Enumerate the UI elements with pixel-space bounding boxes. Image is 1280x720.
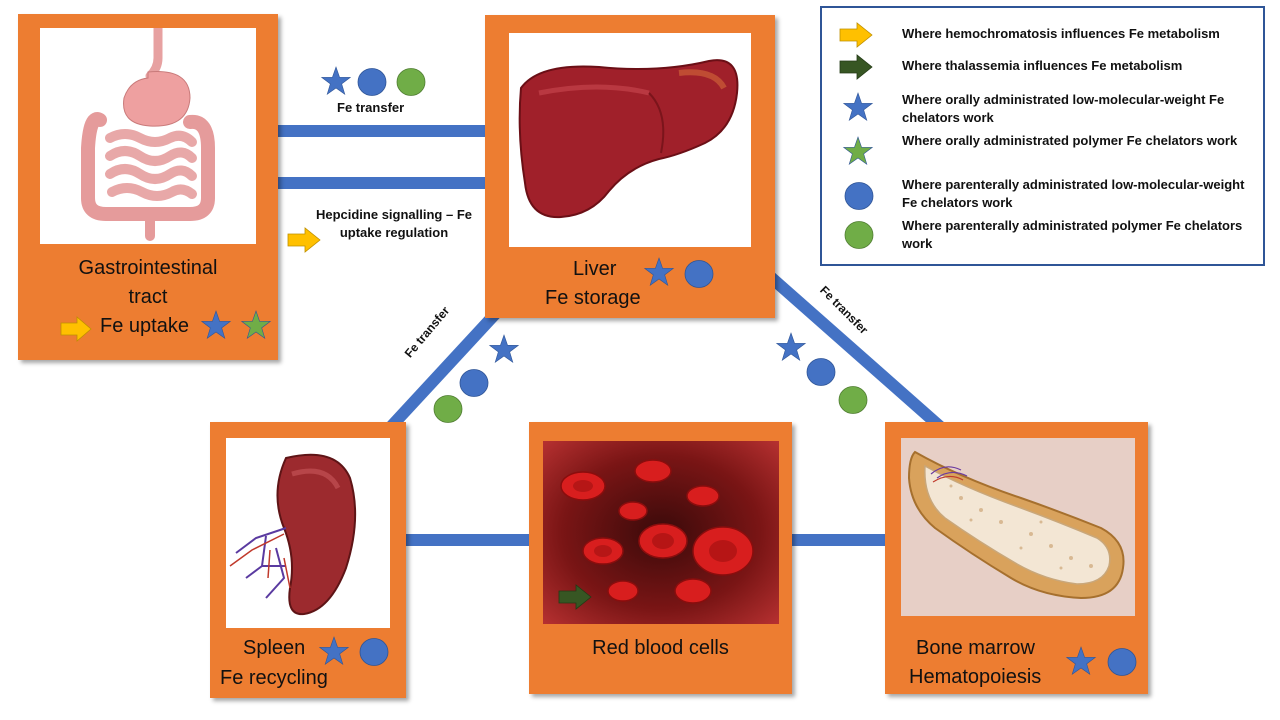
yellow-arrow-icon (839, 22, 873, 48)
blue-star-icon (321, 66, 351, 95)
gi-function: Fe uptake (100, 315, 189, 337)
spleen-name: Spleen (243, 637, 306, 659)
yellow-arrow-icon (287, 227, 321, 253)
spleen-liver-transfer-label: Fe transfer (401, 303, 453, 361)
hepcidine-label-line2: uptake regulation (339, 225, 449, 240)
blue-star-icon (489, 334, 519, 363)
green-circle-icon (838, 386, 868, 414)
blue-circle-icon (684, 260, 714, 288)
yellow-arrow-icon (60, 316, 92, 342)
blue-circle-icon (357, 68, 387, 96)
hepcidine-label: Hepcidine signalling – Fe uptake regulat… (304, 206, 484, 242)
dark-green-arrow-icon (558, 584, 592, 610)
legend-item-parenteral-lmw: Where parenterally administrated low-mol… (902, 177, 1245, 210)
green-circle-icon (433, 395, 463, 423)
blue-star-icon (843, 92, 873, 121)
spleen-illustration (226, 438, 390, 628)
legend-item-parenteral-polymer: Where parenterally administrated polymer… (902, 218, 1243, 251)
gi-liver-transfer-label: Fe transfer (337, 100, 405, 115)
blue-circle-icon (359, 638, 389, 666)
blue-circle-icon (844, 182, 874, 210)
blue-star-icon (319, 636, 349, 665)
blue-star-icon (776, 332, 806, 361)
blue-circle-icon (1107, 648, 1137, 676)
intestine-illustration (40, 28, 256, 244)
liver-function: Fe storage (545, 287, 641, 309)
marrow-name: Bone marrow (916, 637, 1035, 659)
legend-item-oral-polymer: Where orally administrated polymer Fe ch… (902, 133, 1238, 148)
rbc-name: Red blood cells (592, 637, 729, 659)
spleen-box: Spleen Fe recycling (210, 422, 406, 698)
blue-star-icon (201, 310, 231, 339)
liver-name: Liver (573, 258, 617, 280)
green-circle-icon (396, 68, 426, 96)
legend-item-hemochromatosis: Where hemochromatosis influences Fe meta… (902, 26, 1220, 41)
rbc-box: Red blood cells (529, 422, 792, 694)
legend-item-oral-lmw: Where orally administrated low-molecular… (902, 92, 1225, 125)
hepcidine-label-line1: Hepcidine signalling – Fe (315, 207, 473, 222)
blue-star-icon (1066, 646, 1096, 675)
blue-star-icon (644, 257, 674, 286)
liver-marrow-transfer-label: Fe transfer (817, 283, 871, 337)
green-star-icon (241, 310, 271, 339)
bone-marrow-illustration (901, 438, 1135, 616)
gi-name: Gastrointestinal tract (18, 254, 278, 312)
legend-item-thalassemia: Where thalassemia influences Fe metaboli… (902, 58, 1183, 73)
gi-name-line1: Gastrointestinal (78, 257, 218, 279)
liver-illustration (509, 33, 751, 247)
gi-tract-box: Gastrointestinal tract Fe uptake (18, 14, 278, 360)
marrow-function: Hematopoiesis (909, 666, 1042, 688)
spleen-function: Fe recycling (220, 667, 328, 689)
dark-green-arrow-icon (839, 54, 873, 80)
blue-circle-icon (459, 369, 489, 397)
marrow-box: Bone marrow Hematopoiesis (885, 422, 1148, 694)
green-circle-icon (844, 221, 874, 249)
green-star-icon (843, 136, 873, 165)
gi-name-line2: tract (128, 286, 168, 308)
blue-circle-icon (806, 358, 836, 386)
liver-box: Liver Fe storage (485, 15, 775, 318)
legend: Where hemochromatosis influences Fe meta… (820, 6, 1265, 266)
